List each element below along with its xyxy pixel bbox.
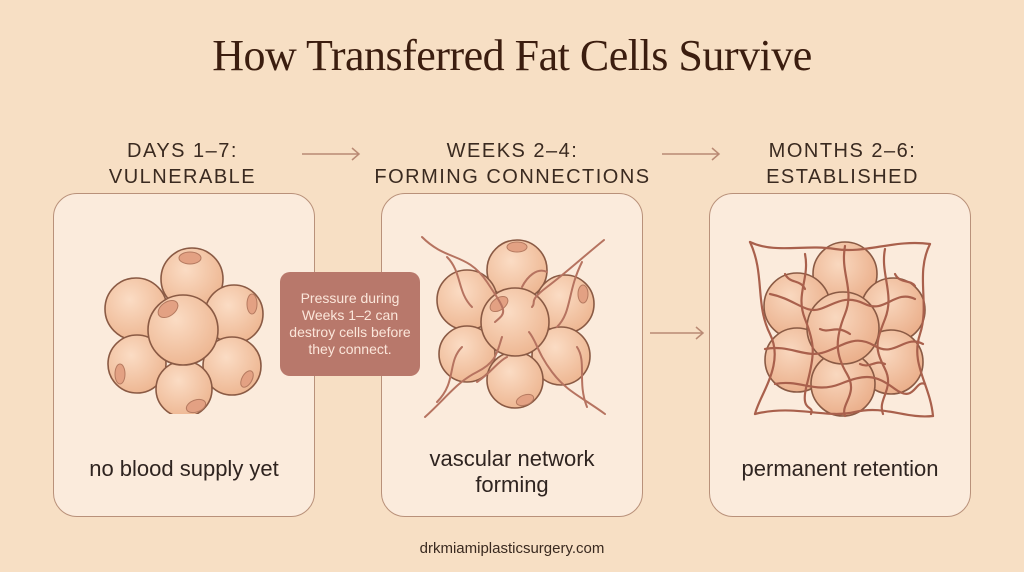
stage-label-line1: MONTHS 2–6:	[768, 140, 917, 162]
pressure-warning-callout: Pressure during Weeks 1–2 can destroy ce…	[280, 272, 420, 376]
stage-label-line2: VULNERABLE	[108, 166, 257, 188]
arrow-right-icon	[302, 147, 361, 161]
website-footer: drkmiamiplasticsurgery.com	[419, 540, 605, 557]
stage-label-line2: ESTABLISHED	[766, 166, 919, 188]
stage-label-line2: FORMING CONNECTIONS	[374, 166, 651, 188]
fat-cells-with-vessels-icon	[421, 236, 606, 418]
stage-caption: permanent retention	[741, 456, 939, 481]
stage-caption-line1: vascular network	[429, 446, 595, 471]
stage-label-line1: WEEKS 2–4:	[446, 140, 579, 162]
stage-label-line1: DAYS 1–7:	[127, 140, 238, 162]
callout-text: Pressure during Weeks 1–2 can destroy ce…	[289, 290, 411, 357]
stage-card-forming-connections: vascular network forming	[381, 193, 643, 517]
stage-label-months: MONTHS 2–6: ESTABLISHED	[715, 138, 970, 190]
stage-caption: no blood supply yet	[89, 456, 279, 481]
arrow-right-icon	[650, 326, 705, 340]
page-title: How Transferred Fat Cells Survive	[212, 31, 812, 80]
stage-card-established: permanent retention	[709, 193, 971, 517]
fat-cell-cluster-icon	[104, 247, 264, 414]
stage-caption-line2: forming	[475, 472, 549, 497]
stage-label-weeks: WEEKS 2–4: FORMING CONNECTIONS	[355, 138, 670, 190]
stage-card-vulnerable: no blood supply yet	[53, 193, 315, 517]
stage-label-days: DAYS 1–7: VULNERABLE	[55, 138, 310, 190]
stage-caption: vascular network forming	[382, 446, 642, 498]
arrow-right-icon	[662, 147, 721, 161]
fat-cells-vascularized-icon	[748, 240, 935, 418]
